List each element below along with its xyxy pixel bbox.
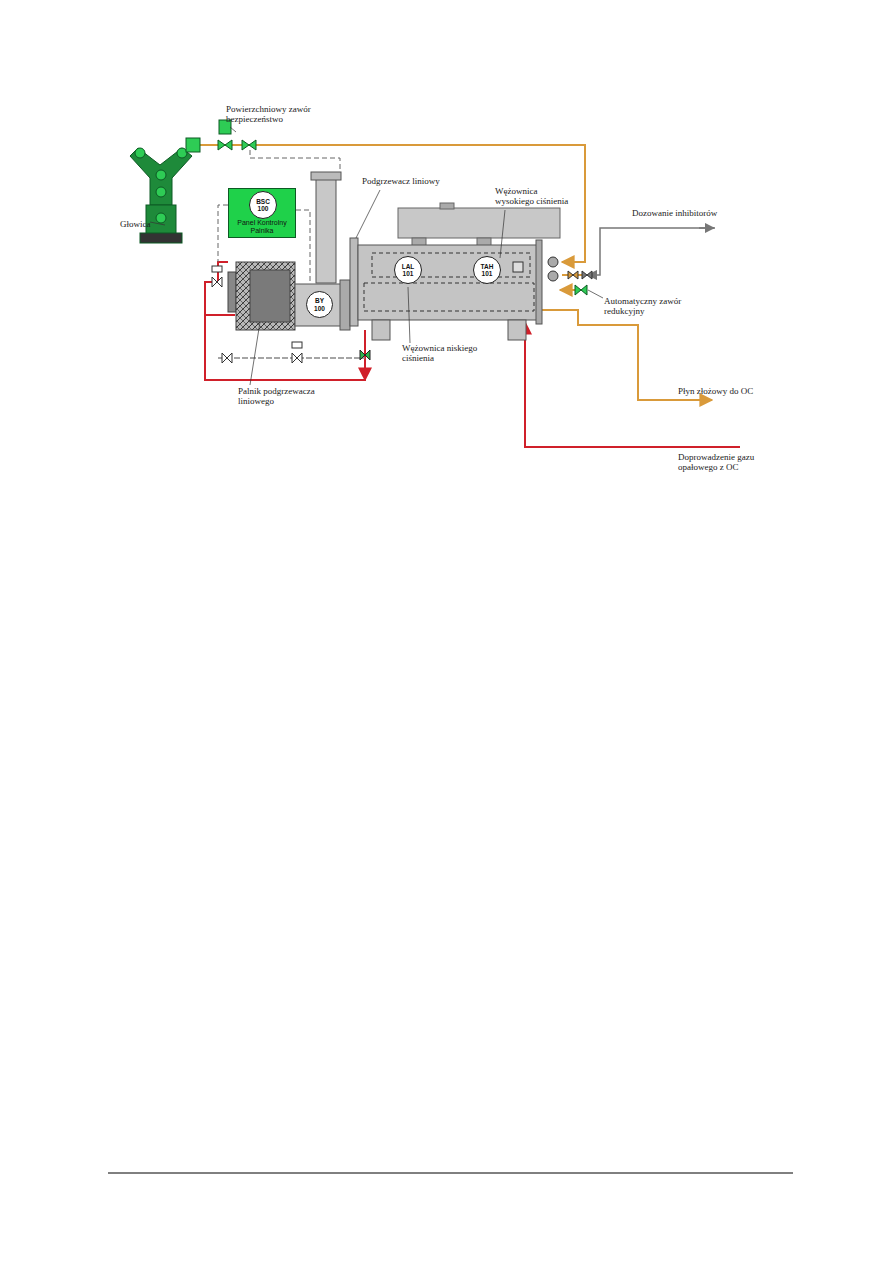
callout-label: Wężownica niskiego ciśnienia <box>402 343 492 363</box>
callout-label: Płyn złożowy do OC <box>678 386 768 396</box>
instrument-circle: TAH 101 <box>473 256 501 284</box>
callout-label: Podgrzewacz liniowy <box>362 176 452 186</box>
callout-label: Doprowadzenie gazu opałowego z OC <box>678 452 788 472</box>
tag-text: BY 100 <box>309 297 330 312</box>
callout-label: Głowica <box>120 219 160 229</box>
panel-title: Panel Kontrolny Palnika <box>229 219 295 235</box>
callout-label: Automatyczny zawór redukcyjny <box>604 296 704 316</box>
instrument-circle: LAL 101 <box>394 256 422 284</box>
control-panel: Panel Kontrolny Palnika BSC 100 <box>228 188 296 238</box>
tag-text: BSC 100 <box>252 198 274 213</box>
callout-label: Powierzchniowy zawór bezpieczeństwo <box>226 104 336 124</box>
instrument-circle: BSC 100 <box>249 191 277 219</box>
tag-text: TAH 101 <box>476 263 498 278</box>
instrument-circle: BY 100 <box>306 291 333 318</box>
callout-label: Dozowanie inhibitorów <box>632 208 742 218</box>
callout-label: Palnik podgrzewacza liniowego <box>238 386 328 406</box>
tag-text: LAL 101 <box>397 263 419 278</box>
callout-label: Wężownica wysokiego ciśnienia <box>495 186 575 206</box>
